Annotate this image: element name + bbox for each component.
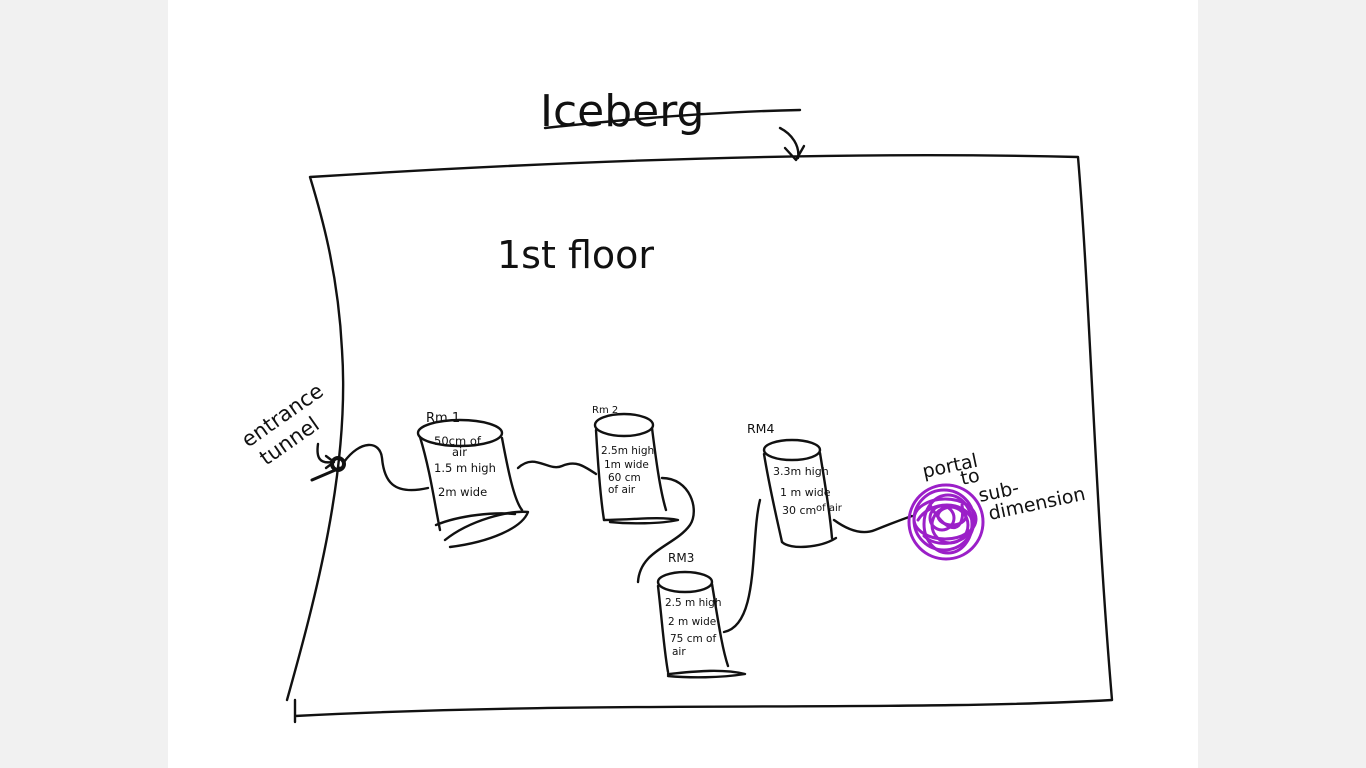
path-rm2-rm3 [636,476,695,584]
room-1-line-2: air [452,445,467,459]
room-1-line-4: 2m wide [438,485,487,499]
room-1-floor-line [434,512,517,527]
room-4-line-3: 30 cm [782,504,816,517]
room-3-top [656,570,714,594]
room-3-bottom [666,669,747,679]
title-underline [543,108,802,130]
path-rm1-rm2 [516,460,598,476]
room-4-bottom [780,536,838,549]
room-3-right-wall [710,582,730,668]
room-3-line-2: 2 m wide [668,616,716,628]
room-2-line-2: 1m wide [604,459,649,471]
path-rm3-rm4 [722,498,762,634]
room-1-line-3: 1.5 m high [434,461,496,475]
room-2-line-4: of air [608,484,636,496]
title-group: Iceberg [540,86,806,162]
room-4: RM4 3.3m high 1 m wide 30 cm of air [747,421,843,549]
room-1-top [416,418,504,448]
room-1-bottom [443,510,530,549]
room-4-line-2: 1 m wide [780,486,831,499]
path-entrance-rm1 [342,443,430,492]
portal-scribble [907,483,985,561]
room-2-line-3: 60 cm [608,472,641,484]
entrance-stub [310,466,342,482]
entrance-arrow [316,442,334,464]
iceberg-outline [285,154,1114,724]
room-2-top [593,412,655,438]
room-4-right-wall [818,451,834,540]
room-3-left-wall [656,584,670,674]
room-1-right-wall [500,436,524,512]
arrow-head [783,144,806,162]
portal-group: portal to sub- dimension [907,450,1087,561]
room-2-line-1: 2.5m high [601,445,654,457]
room-3-line-4: air [672,646,686,658]
room-1-left-wall [418,435,442,532]
room-2-left-wall [594,428,606,522]
room-3-label: RM3 [668,551,694,565]
room-2-label: Rm 2 [592,405,618,416]
entrance-group: entrance tunnel [237,379,346,482]
portal-label-2: to [958,464,981,489]
path-rm4-portal [832,514,914,534]
room-4-line-1: 3.3m high [773,465,829,478]
room-3-line-1: 2.5 m high [665,597,722,609]
room-2: Rm 2 2.5m high 1m wide 60 cm of air [592,405,680,525]
room-4-line-4: of air [816,503,843,514]
room-1-line-1: 50cm of [434,434,482,448]
room-4-top [762,438,822,462]
title: Iceberg [540,86,704,137]
room-4-label: RM4 [747,421,774,436]
room-4-left-wall [762,452,784,544]
room-2-right-wall [650,426,668,512]
room-1: Rm 1 50cm of air 1.5 m high 2m wide [416,411,530,549]
canvas-page [168,0,1198,768]
room-2-bottom [602,517,680,525]
room-1-label: Rm 1 [426,411,460,426]
floor-label: 1st floor [497,233,654,277]
room-3-line-3: 75 cm of [670,633,716,645]
room-3: RM3 2.5 m high 2 m wide 75 cm of air [656,551,747,679]
